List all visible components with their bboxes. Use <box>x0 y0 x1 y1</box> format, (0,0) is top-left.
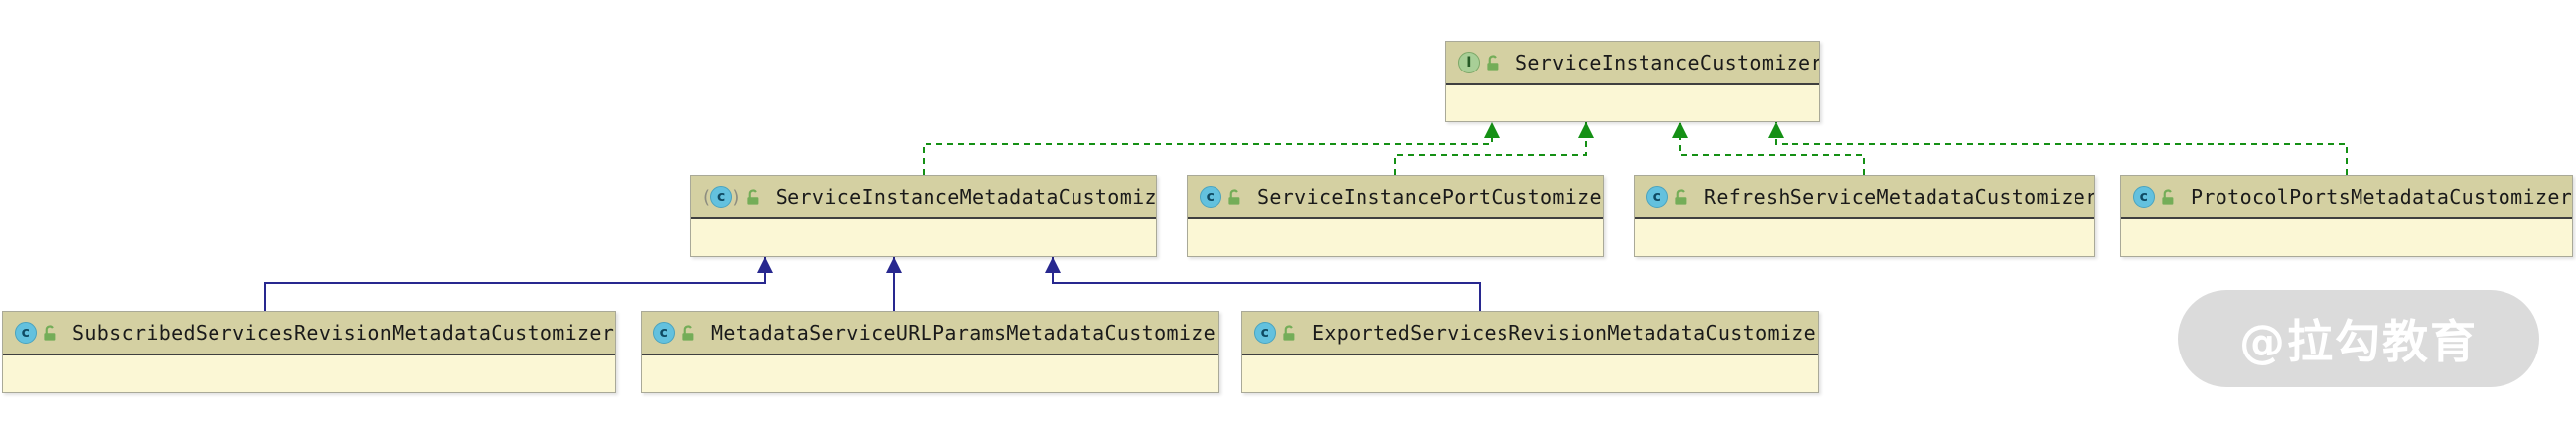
class-icon: c <box>653 322 675 344</box>
class-node-ProtocolPortsMetadataCustomizer[interactable]: ( c ) ProtocolPortsMetadataCustomizer <box>2120 175 2573 257</box>
extends-edge <box>264 257 766 311</box>
implements-edge <box>1394 122 1587 175</box>
implements-arrowhead-icon <box>1484 122 1500 138</box>
class-name-label: SubscribedServicesRevisionMetadataCustom… <box>72 321 615 345</box>
class-node-SubscribedServicesRevisionMetadataCustomizer[interactable]: ( c ) SubscribedServicesRevisionMetadata… <box>2 311 616 393</box>
public-visibility-lock-icon <box>1228 189 1240 205</box>
implements-arrowhead-icon <box>1768 122 1784 138</box>
public-visibility-lock-icon <box>682 325 694 341</box>
class-node-body <box>1635 219 2094 256</box>
class-name-label: ProtocolPortsMetadataCustomizer <box>2191 185 2572 209</box>
class-icon: c <box>2133 186 2155 208</box>
class-node-body <box>1242 355 1818 392</box>
class-node-body <box>3 355 615 392</box>
public-visibility-lock-icon <box>2162 189 2174 205</box>
class-node-header: ( c ) RefreshServiceMetadataCustomizer <box>1635 176 2094 219</box>
class-icon: c <box>15 322 37 344</box>
class-icon: c <box>1254 322 1276 344</box>
class-node-ServiceInstancePortCustomizer[interactable]: ( c ) ServiceInstancePortCustomizer <box>1187 175 1604 257</box>
class-node-header: ( c ) MetadataServiceURLParamsMetadataCu… <box>642 312 1218 355</box>
class-node-body <box>1446 85 1819 121</box>
abstract-class-icon: c <box>710 186 733 208</box>
class-node-RefreshServiceMetadataCustomizer[interactable]: ( c ) RefreshServiceMetadataCustomizer <box>1634 175 2095 257</box>
class-node-body <box>642 355 1218 392</box>
class-name-label: RefreshServiceMetadataCustomizer <box>1704 185 2094 209</box>
class-node-header: ( c ) ExportedServicesRevisionMetadataCu… <box>1242 312 1818 355</box>
class-name-label: ServiceInstanceMetadataCustomizer <box>775 185 1156 209</box>
class-name-label: ServiceInstancePortCustomizer <box>1257 185 1603 209</box>
public-visibility-lock-icon <box>1487 55 1499 71</box>
watermark: @拉勾教育 <box>2178 290 2539 387</box>
interface-icon: I <box>1458 52 1480 73</box>
public-visibility-lock-icon <box>1283 325 1295 341</box>
class-node-header: ( c ) ProtocolPortsMetadataCustomizer <box>2121 176 2572 219</box>
class-name-label: MetadataServiceURLParamsMetadataCustomiz… <box>711 321 1218 345</box>
class-node-body <box>691 219 1156 256</box>
extends-arrowhead-icon <box>1045 257 1061 273</box>
implements-edge <box>1775 122 2348 175</box>
class-icon: c <box>1200 186 1221 208</box>
class-node-header: ( c ) SubscribedServicesRevisionMetadata… <box>3 312 615 355</box>
abstract-marker-close: ) <box>732 186 740 208</box>
extends-edge <box>1052 257 1481 311</box>
extends-arrowhead-icon <box>886 257 902 273</box>
public-visibility-lock-icon <box>1675 189 1687 205</box>
implements-edge <box>1679 122 1865 175</box>
extends-arrowhead-icon <box>757 257 773 273</box>
public-visibility-lock-icon <box>44 325 56 341</box>
class-node-header: ( c ) ServiceInstancePortCustomizer <box>1188 176 1603 219</box>
class-node-header: ( c ) ServiceInstanceMetadataCustomizer <box>691 176 1156 219</box>
implements-arrowhead-icon <box>1672 122 1688 138</box>
public-visibility-lock-icon <box>747 189 759 205</box>
class-name-label: ServiceInstanceCustomizer <box>1515 51 1819 74</box>
class-node-MetadataServiceURLParamsMetadataCustomizer[interactable]: ( c ) MetadataServiceURLParamsMetadataCu… <box>641 311 1219 393</box>
class-icon: c <box>1646 186 1668 208</box>
class-node-ServiceInstanceCustomizer[interactable]: ( I ) ServiceInstanceCustomizer <box>1445 41 1820 122</box>
watermark-text: @拉勾教育 <box>2239 315 2478 368</box>
implements-arrowhead-icon <box>1578 122 1594 138</box>
class-node-body <box>2121 219 2572 256</box>
class-name-label: ExportedServicesRevisionMetadataCustomiz… <box>1312 321 1818 345</box>
class-node-body <box>1188 219 1603 256</box>
abstract-marker-open: ( <box>703 186 711 208</box>
class-node-ServiceInstanceMetadataCustomizer[interactable]: ( c ) ServiceInstanceMetadataCustomizer <box>690 175 1157 257</box>
implements-edge <box>923 122 1493 175</box>
class-node-header: ( I ) ServiceInstanceCustomizer <box>1446 42 1819 85</box>
class-node-ExportedServicesRevisionMetadataCustomizer[interactable]: ( c ) ExportedServicesRevisionMetadataCu… <box>1241 311 1819 393</box>
